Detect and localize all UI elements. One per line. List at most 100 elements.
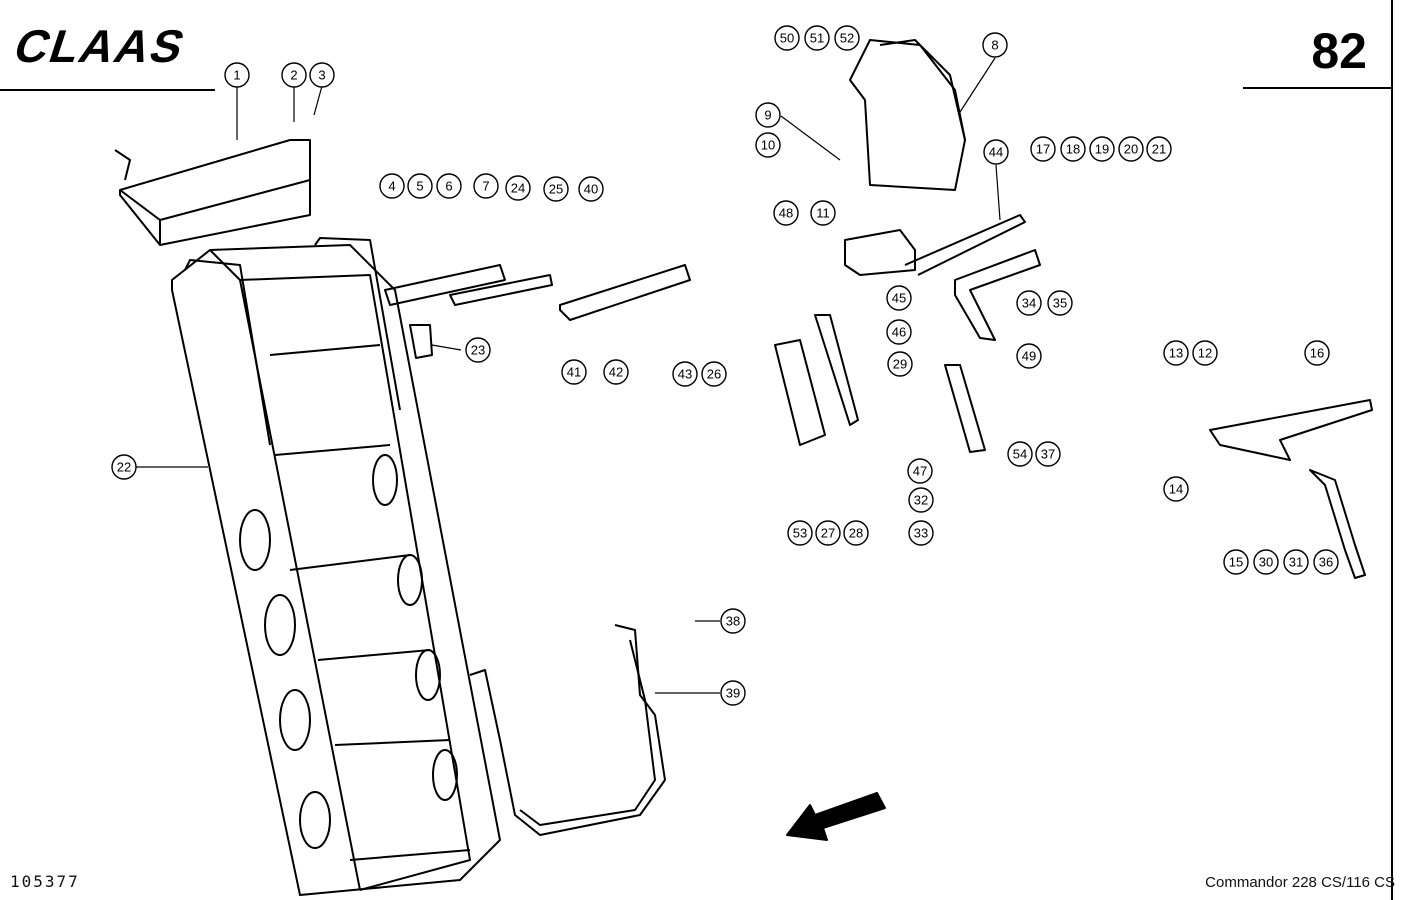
callout-circle	[1060, 136, 1086, 162]
callout-23: 23	[465, 337, 491, 363]
callout-7: 7	[473, 173, 499, 199]
callout-circle	[561, 359, 587, 385]
callout-circle	[543, 176, 569, 202]
callout-circle	[281, 62, 307, 88]
callout-circle	[908, 487, 934, 513]
callout-label: 7	[482, 179, 489, 194]
callout-label: 38	[726, 614, 740, 629]
callout-label: 46	[892, 325, 906, 340]
callout-circle	[1192, 340, 1218, 366]
callout-label: 47	[913, 464, 927, 479]
callout-circle	[1163, 340, 1189, 366]
guard-plate-part	[849, 39, 966, 191]
callout-35: 35	[1047, 290, 1073, 316]
callout-label: 52	[840, 31, 854, 46]
callout-45: 45	[886, 285, 912, 311]
callout-circle	[1304, 340, 1330, 366]
callout-label: 12	[1198, 346, 1212, 361]
callout-5: 5	[407, 173, 433, 199]
callout-34: 34	[1016, 290, 1042, 316]
callout-label: 13	[1169, 346, 1183, 361]
callout-label: 28	[849, 526, 863, 541]
callout-circle	[908, 520, 934, 546]
callout-label: 44	[989, 145, 1003, 160]
callout-circle	[1007, 441, 1033, 467]
spring-and-damper	[774, 314, 859, 446]
callout-22: 22	[111, 454, 137, 480]
callout-circle	[1146, 136, 1172, 162]
callout-10: 10	[755, 132, 781, 158]
callout-circle	[1313, 549, 1339, 575]
callout-50: 50	[774, 25, 800, 51]
callout-circle	[701, 361, 727, 387]
callout-15: 15	[1223, 549, 1249, 575]
callout-16: 16	[1304, 340, 1330, 366]
callout-circle	[774, 25, 800, 51]
callout-label: 24	[511, 181, 525, 196]
callout-label: 36	[1319, 555, 1333, 570]
callout-label: 54	[1013, 447, 1027, 462]
ladder-part	[171, 237, 501, 896]
toolbox-part	[114, 139, 311, 246]
callout-54: 54	[1007, 441, 1033, 467]
callout-2: 2	[281, 62, 307, 88]
callout-label: 31	[1289, 555, 1303, 570]
callout-6: 6	[436, 173, 462, 199]
callout-37: 37	[1035, 441, 1061, 467]
callout-26: 26	[701, 361, 727, 387]
callout-8: 8	[982, 32, 1008, 58]
handle-part	[469, 624, 666, 836]
callout-label: 6	[445, 179, 452, 194]
callout-circle	[1253, 549, 1279, 575]
callout-circle	[886, 285, 912, 311]
callout-circle	[1016, 290, 1042, 316]
lever-assembly	[844, 214, 1373, 579]
callout-11: 11	[810, 200, 836, 226]
callout-circle	[815, 520, 841, 546]
callout-circle	[720, 608, 746, 634]
page-number: 82	[1311, 23, 1367, 79]
callout-21: 21	[1146, 136, 1172, 162]
callout-label: 16	[1310, 346, 1324, 361]
model-designation: Commandor 228 CS/116 CS	[1205, 874, 1395, 891]
callout-label: 50	[780, 31, 794, 46]
callout-38: 38	[720, 608, 746, 634]
callout-24: 24	[505, 175, 531, 201]
callout-circle	[578, 176, 604, 202]
callout-label: 21	[1152, 142, 1166, 157]
callout-42: 42	[603, 359, 629, 385]
callout-circle	[887, 351, 913, 377]
callout-label: 14	[1169, 482, 1183, 497]
callout-44: 44	[983, 139, 1009, 165]
callout-49: 49	[1016, 343, 1042, 369]
callout-43: 43	[672, 361, 698, 387]
callout-circle	[1118, 136, 1144, 162]
drawing-number: 105377	[10, 872, 80, 891]
callout-label: 35	[1053, 296, 1067, 311]
callout-circle	[1047, 290, 1073, 316]
callout-circle	[672, 361, 698, 387]
bracket-rails	[384, 264, 691, 359]
callout-label: 33	[914, 526, 928, 541]
callout-29: 29	[887, 351, 913, 377]
callout-1: 1	[224, 62, 250, 88]
callout-circle	[843, 520, 869, 546]
callout-label: 8	[991, 38, 998, 53]
callout-25: 25	[543, 176, 569, 202]
callout-circle	[720, 680, 746, 706]
callout-52: 52	[834, 25, 860, 51]
callout-47: 47	[907, 458, 933, 484]
callout-label: 51	[810, 31, 824, 46]
callout-4: 4	[379, 173, 405, 199]
direction-arrow	[786, 792, 886, 841]
callout-circle	[1030, 136, 1056, 162]
callout-circle	[755, 132, 781, 158]
callout-label: 1	[233, 68, 240, 83]
callout-40: 40	[578, 176, 604, 202]
callout-label: 43	[678, 367, 692, 382]
callout-label: 32	[914, 493, 928, 508]
callout-label: 30	[1259, 555, 1273, 570]
